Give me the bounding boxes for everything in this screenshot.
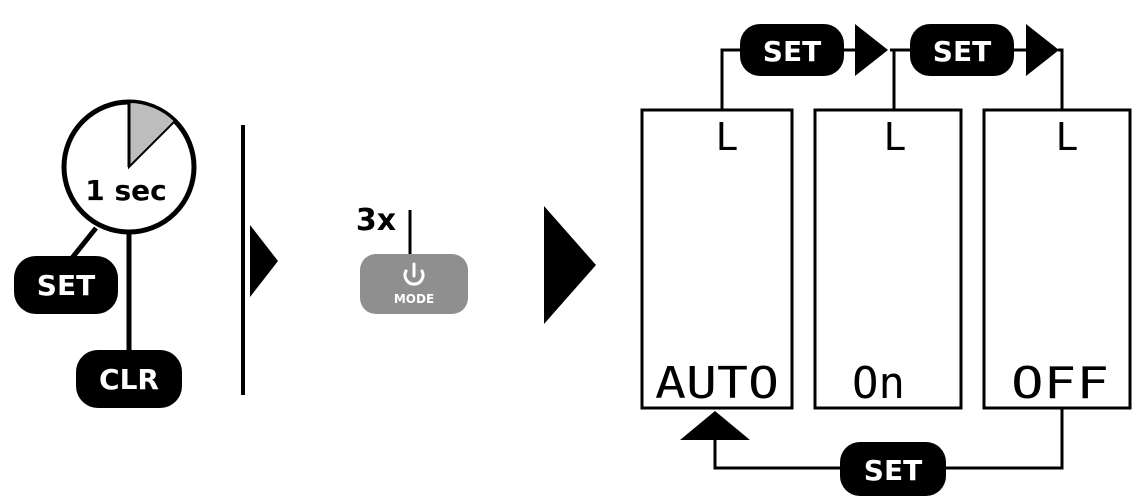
press-hold-group: 1 sec SET CLR xyxy=(14,99,197,408)
lcd-screen-on-bottom: On xyxy=(852,358,905,409)
cycle-set-key-return-label: SET xyxy=(864,454,922,487)
power-icon xyxy=(403,262,425,286)
cycle-set-key-2[interactable] xyxy=(910,24,1014,76)
display-cycle-group: SET SET L AUTO L On L OFF SET xyxy=(640,24,1132,496)
cycle-set-key-2-label: SET xyxy=(933,35,991,68)
lcd-screen-auto-top: L xyxy=(716,115,739,159)
clr-key-label: CLR xyxy=(99,363,159,396)
cycle-arrow-2 xyxy=(1026,24,1059,76)
step-arrow-1 xyxy=(250,225,278,297)
clr-key[interactable] xyxy=(76,350,182,408)
top-connector-1 xyxy=(720,48,745,110)
mode-press-group: 3x MODE xyxy=(356,203,468,314)
set-key-label: SET xyxy=(37,269,95,302)
lcd-screen-on xyxy=(813,108,963,410)
timer-wedge xyxy=(128,100,177,170)
timer-label: 1 sec xyxy=(85,174,166,207)
set-key[interactable] xyxy=(14,256,118,314)
lcd-screen-off xyxy=(982,108,1132,410)
return-connector xyxy=(942,408,1064,470)
lcd-screen-off-bottom: OFF xyxy=(1011,358,1109,409)
cycle-arrow-1 xyxy=(855,24,888,76)
cycle-set-key-1-label: SET xyxy=(763,35,821,68)
lcd-screen-auto-bottom: AUTO xyxy=(655,358,779,409)
step-arrow-2 xyxy=(544,206,596,324)
lcd-screen-auto xyxy=(640,108,794,410)
mode-button-label: MODE xyxy=(394,292,434,306)
lcd-screen-on-top: L xyxy=(884,115,907,159)
return-connector-left xyxy=(713,440,845,470)
cycle-set-key-1[interactable] xyxy=(740,24,844,76)
cycle-set-key-return[interactable] xyxy=(840,442,946,496)
top-connector-6 xyxy=(1058,48,1064,110)
set-connector-line xyxy=(70,226,98,260)
lcd-screen-off-top: L xyxy=(1056,115,1079,159)
return-arrow xyxy=(680,411,750,440)
press-count: 3x xyxy=(356,203,396,238)
